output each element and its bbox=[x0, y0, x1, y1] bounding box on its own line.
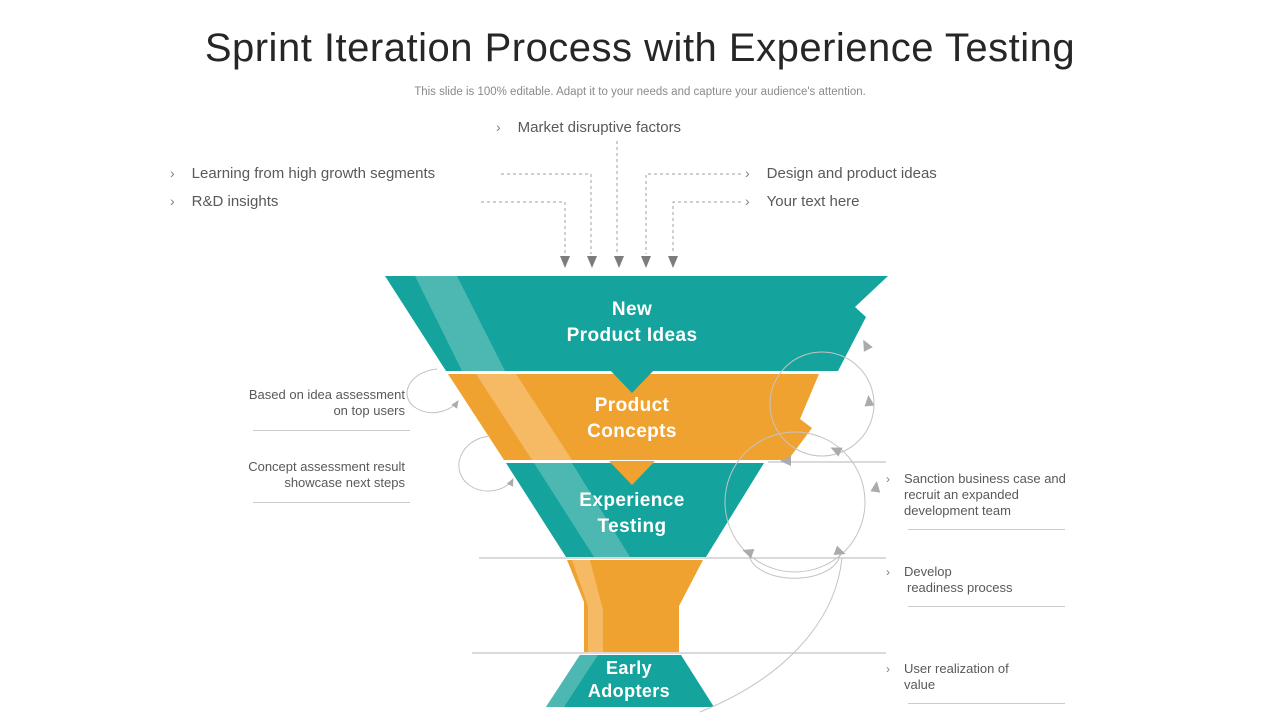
stage-label-line: Product Ideas bbox=[566, 325, 698, 346]
stage-label-line: Experience bbox=[579, 490, 685, 511]
annotation-lines: Develop readiness process bbox=[904, 564, 1013, 596]
cycle-arc-icon bbox=[699, 557, 843, 713]
loop-arrow-icon bbox=[406, 368, 459, 414]
annotation-line: Develop bbox=[904, 564, 952, 579]
stage-2-chevron-tab bbox=[609, 461, 655, 485]
chevron-bullet-icon: › bbox=[170, 165, 175, 181]
connector-learning bbox=[501, 173, 592, 254]
annotation-underline bbox=[908, 529, 1065, 530]
label-text: Market disruptive factors bbox=[517, 119, 682, 136]
subtitle: This slide is 100% editable. Adapt it to… bbox=[414, 86, 866, 98]
annotation-line: on top users bbox=[333, 403, 405, 418]
annotation-idea-assessment: Based on idea assessment on top users bbox=[200, 387, 405, 419]
annotation-underline bbox=[908, 703, 1065, 704]
arc-arrow-icon bbox=[870, 481, 881, 493]
annotation-line: readiness process bbox=[907, 580, 1013, 595]
funnel-stage-new-product-ideas bbox=[385, 276, 888, 371]
stage-label-line: Early bbox=[605, 658, 653, 678]
funnel-neck-highlight bbox=[572, 560, 603, 652]
stage-label-new-product-ideas: New Product Ideas bbox=[500, 297, 764, 349]
label-text: Design and product ideas bbox=[766, 165, 937, 182]
funnel-stage-4-highlight bbox=[546, 655, 598, 707]
annotation-line: Concept assessment result bbox=[248, 459, 405, 474]
cycle-arc-icon bbox=[748, 552, 841, 579]
label-rd-insights: › R&D insights bbox=[170, 193, 278, 210]
chevron-bullet-icon: › bbox=[886, 565, 890, 579]
annotation-line: Sanction business case and bbox=[904, 471, 1066, 486]
annotation-develop-readiness: › Develop readiness process bbox=[886, 564, 1013, 596]
label-text: R&D insights bbox=[191, 193, 279, 210]
arc-arrow-icon bbox=[830, 447, 843, 457]
arc-arrow-icon bbox=[863, 339, 873, 352]
page-title: Sprint Iteration Process with Experience… bbox=[204, 26, 1076, 70]
label-text: Learning from high growth segments bbox=[191, 165, 436, 182]
stage-label-line: Adopters bbox=[587, 681, 671, 701]
arc-arrow-icon bbox=[833, 545, 846, 555]
annotation-sanction-business-case: › Sanction business case and recruit an … bbox=[886, 471, 1066, 519]
annotation-user-realization: › User realization of value bbox=[886, 661, 1009, 693]
chevron-bullet-icon: › bbox=[745, 193, 750, 209]
label-text: Your text here bbox=[766, 193, 860, 210]
connector-your-text bbox=[672, 201, 741, 254]
down-arrow-icon bbox=[587, 256, 597, 268]
annotation-line: showcase next steps bbox=[284, 475, 405, 490]
arc-arrow-icon bbox=[864, 395, 875, 407]
annotation-line: value bbox=[904, 677, 936, 692]
chevron-bullet-icon: › bbox=[886, 662, 890, 676]
stage-label-line: Testing bbox=[597, 516, 667, 537]
down-arrow-icon bbox=[614, 256, 624, 268]
label-design-product-ideas: › Design and product ideas bbox=[745, 165, 937, 182]
annotation-line: recruit an expanded bbox=[904, 487, 1019, 502]
label-market-disruptive-factors: › Market disruptive factors bbox=[496, 119, 681, 136]
stage-label-product-concepts: Product Concepts bbox=[500, 393, 764, 445]
label-your-text-here: › Your text here bbox=[745, 193, 860, 210]
loop-arrow-icon bbox=[458, 435, 514, 492]
funnel-stage-3-highlight bbox=[534, 463, 630, 557]
annotation-underline bbox=[253, 502, 410, 503]
annotation-line: development team bbox=[904, 503, 1011, 518]
stage-label-early-adopters: Early Adopters bbox=[528, 657, 730, 703]
funnel-stage-1-highlight bbox=[415, 276, 505, 371]
annotation-underline bbox=[253, 430, 410, 431]
annotation-concept-assessment: Concept assessment result showcase next … bbox=[200, 459, 405, 491]
connector-design bbox=[645, 173, 741, 254]
annotation-line: Based on idea assessment bbox=[248, 387, 405, 402]
stage-label-line: Product bbox=[594, 395, 670, 416]
annotation-line: User realization of bbox=[904, 661, 1009, 676]
stage-label-line: New bbox=[611, 299, 653, 320]
down-arrow-icon bbox=[560, 256, 570, 268]
stage-label-line: Concepts bbox=[587, 421, 677, 442]
cycle-arc-icon bbox=[769, 351, 875, 457]
chevron-bullet-icon: › bbox=[170, 193, 175, 209]
chevron-bullet-icon: › bbox=[745, 165, 750, 181]
annotation-lines: User realization of value bbox=[904, 661, 1009, 693]
annotation-lines: Sanction business case and recruit an ex… bbox=[904, 471, 1066, 519]
connector-rd bbox=[481, 201, 566, 254]
label-learning-high-growth: › Learning from high growth segments bbox=[170, 165, 435, 182]
stage-1-chevron-tab bbox=[609, 369, 655, 393]
arc-arrow-icon bbox=[742, 549, 755, 559]
chevron-bullet-icon: › bbox=[496, 119, 501, 135]
cycle-arc-icon bbox=[724, 431, 866, 573]
down-arrow-icon bbox=[641, 256, 651, 268]
chevron-bullet-icon: › bbox=[886, 472, 890, 486]
arc-arrow-icon bbox=[780, 456, 791, 466]
funnel-stage-2-highlight bbox=[476, 374, 572, 460]
stage-label-experience-testing: Experience Testing bbox=[500, 488, 764, 540]
down-arrow-icon bbox=[668, 256, 678, 268]
annotation-underline bbox=[908, 606, 1065, 607]
